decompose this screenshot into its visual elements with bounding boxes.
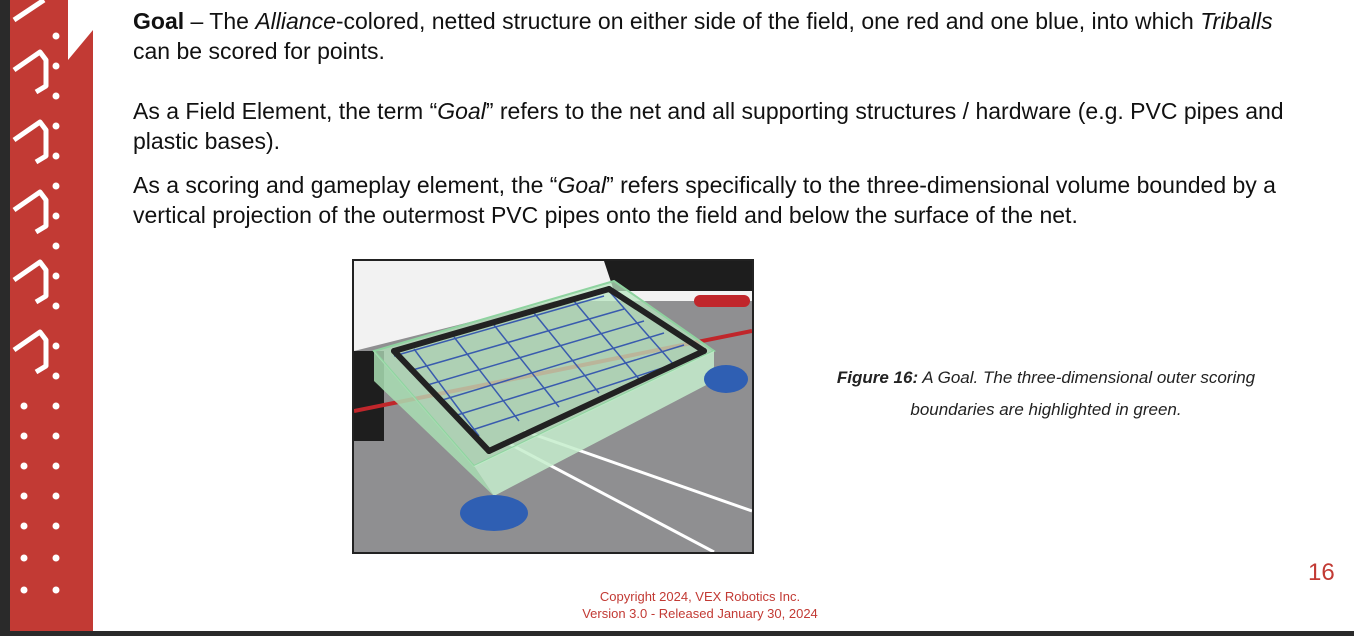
scoring-element-start: As a scoring and gameplay element, the “ [133, 172, 558, 198]
band-chevron [12, 0, 46, 23]
scoring-element-paragraph: As a scoring and gameplay element, the “… [133, 170, 1293, 230]
left-edge-strip [0, 0, 10, 636]
band-chevron [12, 329, 49, 375]
scoring-element-end: ” refers specifically to the three-dimen… [133, 172, 1276, 228]
band-chevron [12, 259, 49, 305]
bottom-edge-strip [0, 631, 1354, 636]
goal-figure-image [352, 259, 754, 554]
band-white-wedge [68, 0, 93, 60]
figure-caption: Figure 16: A Goal. The three-dimensional… [836, 362, 1256, 426]
field-element-end: ” refers to the net and all supporting s… [133, 98, 1284, 154]
footer-copyright: Copyright 2024, VEX Robotics Inc. [599, 589, 801, 604]
decorative-side-band [10, 0, 93, 636]
goal-term-italic: Goal [557, 172, 607, 198]
field-element-paragraph: As a Field Element, the term “Goal” refe… [133, 96, 1293, 156]
side-band-pattern [12, 0, 93, 594]
band-chevron [12, 119, 49, 165]
goal-definition-paragraph: Goal – The Alliance-colored, netted stru… [133, 6, 1293, 66]
field-element-start: As a Field Element, the term “ [133, 98, 438, 124]
footer-version: Version 3.0 - Released January 30, 2024 [582, 606, 818, 621]
band-chevron [12, 49, 49, 95]
band-chevron [12, 189, 49, 235]
alliance-term: Alliance [255, 8, 336, 34]
goal-definition-text: -colored, netted structure on either sid… [335, 8, 1201, 34]
figure-caption-text: A Goal. The three-dimensional outer scor… [910, 368, 1256, 419]
goal-term-italic: Goal [437, 98, 486, 124]
goal-term: Goal [133, 8, 185, 34]
goal-definition-end: can be scored for points. [133, 38, 385, 64]
page-number: 16 [1308, 559, 1335, 586]
goal-dash: – The [184, 8, 256, 34]
figure-label: Figure 16: [836, 368, 919, 387]
triballs-term: Triballs [1200, 8, 1273, 34]
goal-render-illustration [354, 261, 752, 552]
footer: Copyright 2024, VEX Robotics Inc. Versio… [560, 588, 840, 622]
